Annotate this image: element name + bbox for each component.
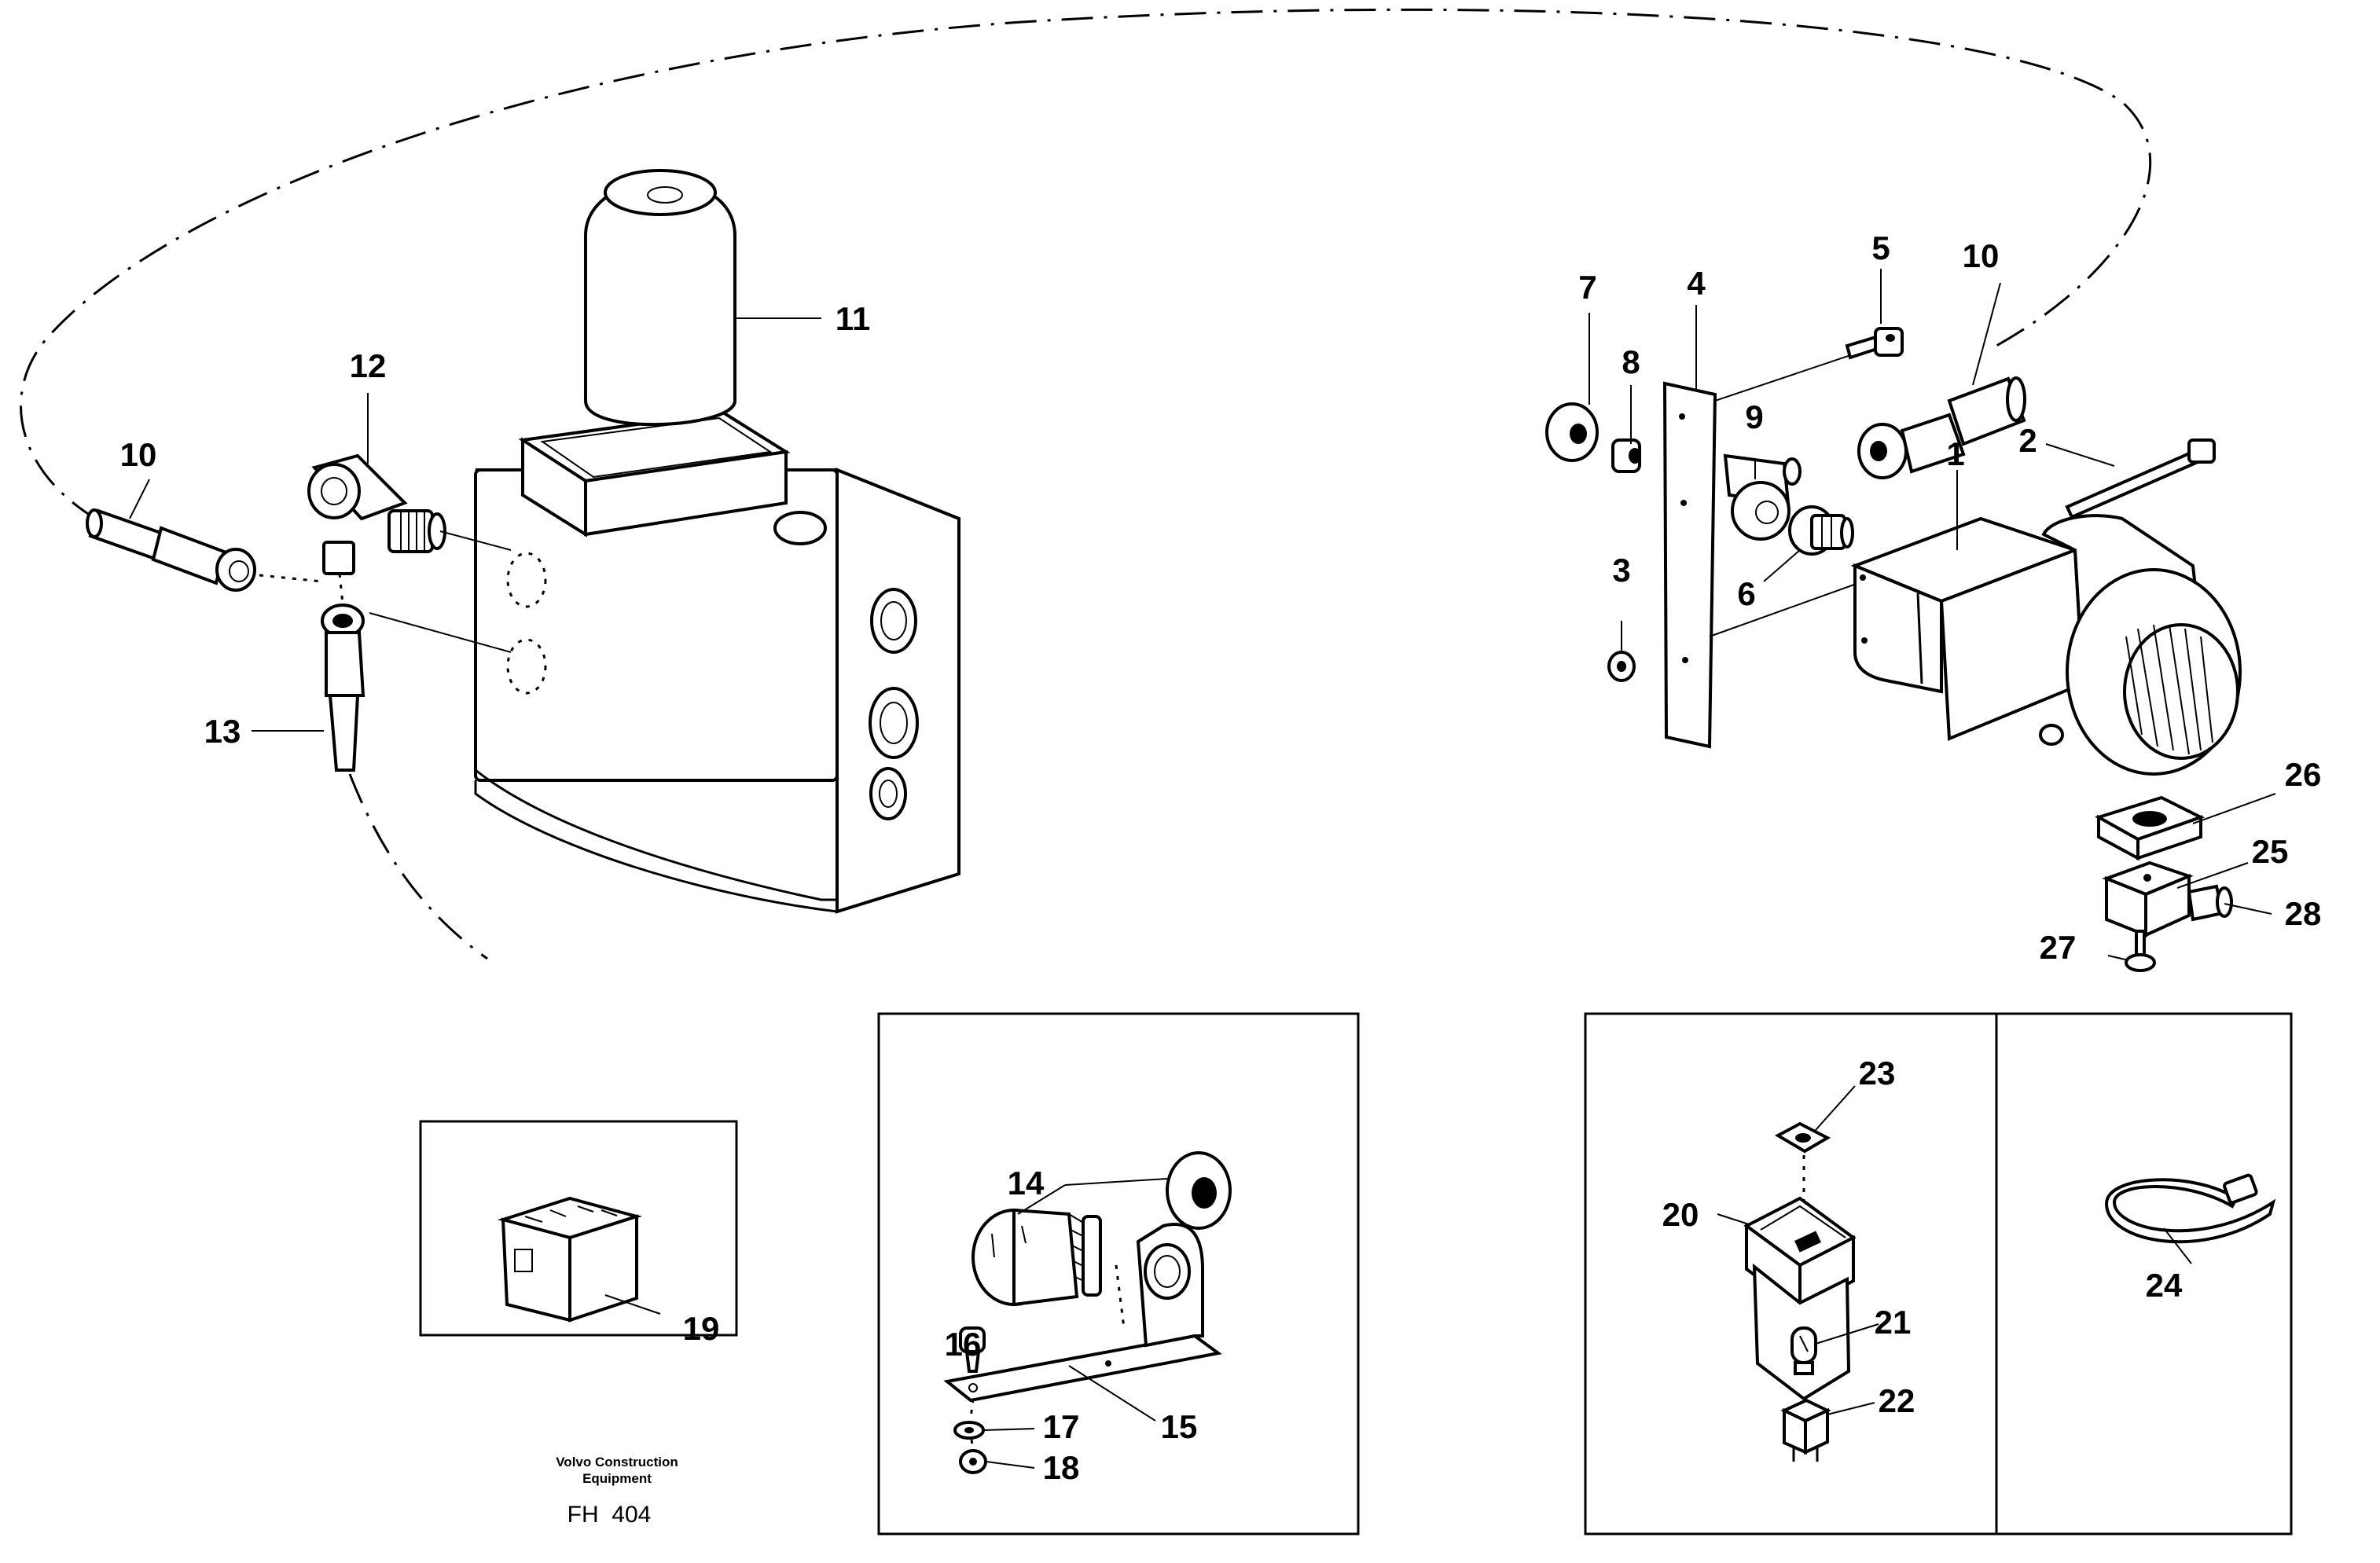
bracket-plate <box>1662 345 1879 749</box>
label-2: 2 <box>2018 422 2037 459</box>
adapter-6 <box>1788 505 1854 556</box>
label-24: 24 <box>2146 1267 2183 1304</box>
label-13: 13 <box>204 713 241 750</box>
spacer-8 <box>1611 438 1641 473</box>
inset-box-19 <box>419 1120 738 1337</box>
hose-right <box>1857 376 2026 479</box>
leader-lines <box>129 269 2276 1469</box>
label-4: 4 <box>1687 265 1706 302</box>
elbow-fitting <box>307 453 446 575</box>
screw-16 <box>959 1326 986 1373</box>
label-5: 5 <box>1871 229 1890 266</box>
nut-18 <box>959 1449 987 1474</box>
label-18: 18 <box>1043 1449 1080 1486</box>
bulb-21 <box>1791 1326 1817 1375</box>
label-17: 17 <box>1043 1408 1080 1445</box>
label-26: 26 <box>2285 756 2322 793</box>
hose-lower <box>321 604 365 772</box>
bolt-2 <box>2065 438 2216 519</box>
part-labels: 10 12 13 11 7 8 4 5 9 10 2 1 3 6 26 25 2… <box>120 229 2322 1486</box>
nut-3 <box>1607 651 1636 682</box>
gasket-26 <box>2094 795 2206 861</box>
label-16: 16 <box>945 1326 982 1363</box>
relay-19 <box>497 1196 643 1323</box>
connector-9 <box>1723 453 1802 541</box>
label-12: 12 <box>350 347 387 384</box>
label-7: 7 <box>1578 269 1596 306</box>
label-21: 21 <box>1875 1304 1912 1341</box>
label-28: 28 <box>2285 895 2322 932</box>
label-20: 20 <box>1662 1196 1699 1233</box>
screw-27 <box>2125 930 2156 972</box>
inset-box-14-18 <box>877 1012 1360 1535</box>
nut-7 <box>1545 402 1599 462</box>
label-11: 11 <box>836 300 870 337</box>
buzzer-14 <box>971 1208 1102 1307</box>
maker-line-1: Volvo Construction <box>556 1455 678 1469</box>
label-15: 15 <box>1161 1408 1198 1445</box>
bracket-15 <box>943 1223 1222 1403</box>
hose-left <box>86 508 256 592</box>
plug-connector-25 <box>2102 860 2233 938</box>
label-3: 3 <box>1612 552 1630 589</box>
label-10-left: 10 <box>120 436 157 473</box>
drawing-code: FH 404 <box>567 1502 652 1528</box>
screw-5 <box>1845 327 1904 360</box>
solenoid-coil <box>518 169 791 538</box>
maker-line-2: Equipment <box>582 1471 652 1486</box>
bulb-holder-22 <box>1780 1398 1831 1462</box>
footer: Volvo Construction Equipment FH 404 <box>556 1455 678 1528</box>
label-1: 1 <box>1946 435 1964 472</box>
inset-box-20-24 <box>1584 1012 2293 1535</box>
label-19: 19 <box>683 1310 720 1347</box>
label-8: 8 <box>1622 343 1640 380</box>
label-6: 6 <box>1737 575 1755 612</box>
label-22: 22 <box>1879 1382 1915 1419</box>
washer-17 <box>953 1421 985 1440</box>
label-25: 25 <box>2252 833 2289 870</box>
label-14: 14 <box>1008 1165 1045 1202</box>
cable-route <box>20 8 2152 960</box>
valve-block <box>474 468 960 914</box>
hidden-line-16-18 <box>969 1398 975 1451</box>
label-27: 27 <box>2040 929 2077 966</box>
solenoid-unit-1 <box>1850 514 2242 776</box>
label-23: 23 <box>1859 1055 1896 1092</box>
cable-tie-24 <box>2104 1173 2276 1244</box>
washer-14 <box>1166 1151 1232 1230</box>
label-9: 9 <box>1745 398 1763 435</box>
lamp-holder-23 <box>1774 1121 1831 1154</box>
hidden-connections-left <box>259 530 512 653</box>
label-10-right: 10 <box>1963 237 2000 274</box>
